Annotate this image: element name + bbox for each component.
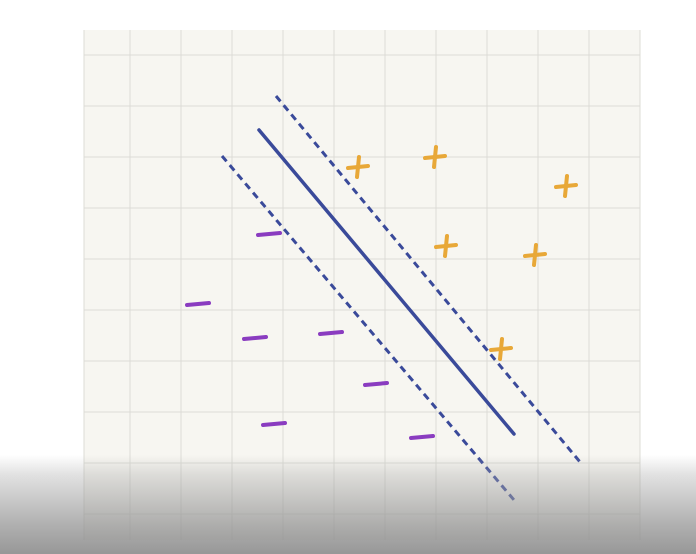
positive-plus-marker [346, 155, 370, 179]
hyperplane-lines [220, 95, 582, 501]
negative-minus-marker [261, 421, 287, 427]
positive-points [346, 145, 578, 361]
positive-margin-line [274, 95, 582, 463]
negative-minus-marker [185, 301, 211, 307]
negative-minus-marker [363, 381, 389, 387]
decision-boundary-line [257, 128, 516, 436]
negative-points [185, 231, 435, 440]
negative-minus-marker [409, 434, 435, 440]
negative-minus-marker [256, 231, 282, 237]
negative-minus-marker [242, 335, 268, 341]
positive-plus-marker [554, 174, 578, 198]
negative-margin-line [220, 155, 516, 501]
positive-plus-marker [489, 337, 513, 361]
negative-minus-marker [318, 330, 344, 336]
positive-plus-marker [434, 234, 458, 258]
positive-plus-marker [523, 243, 547, 267]
positive-plus-marker [423, 145, 447, 169]
